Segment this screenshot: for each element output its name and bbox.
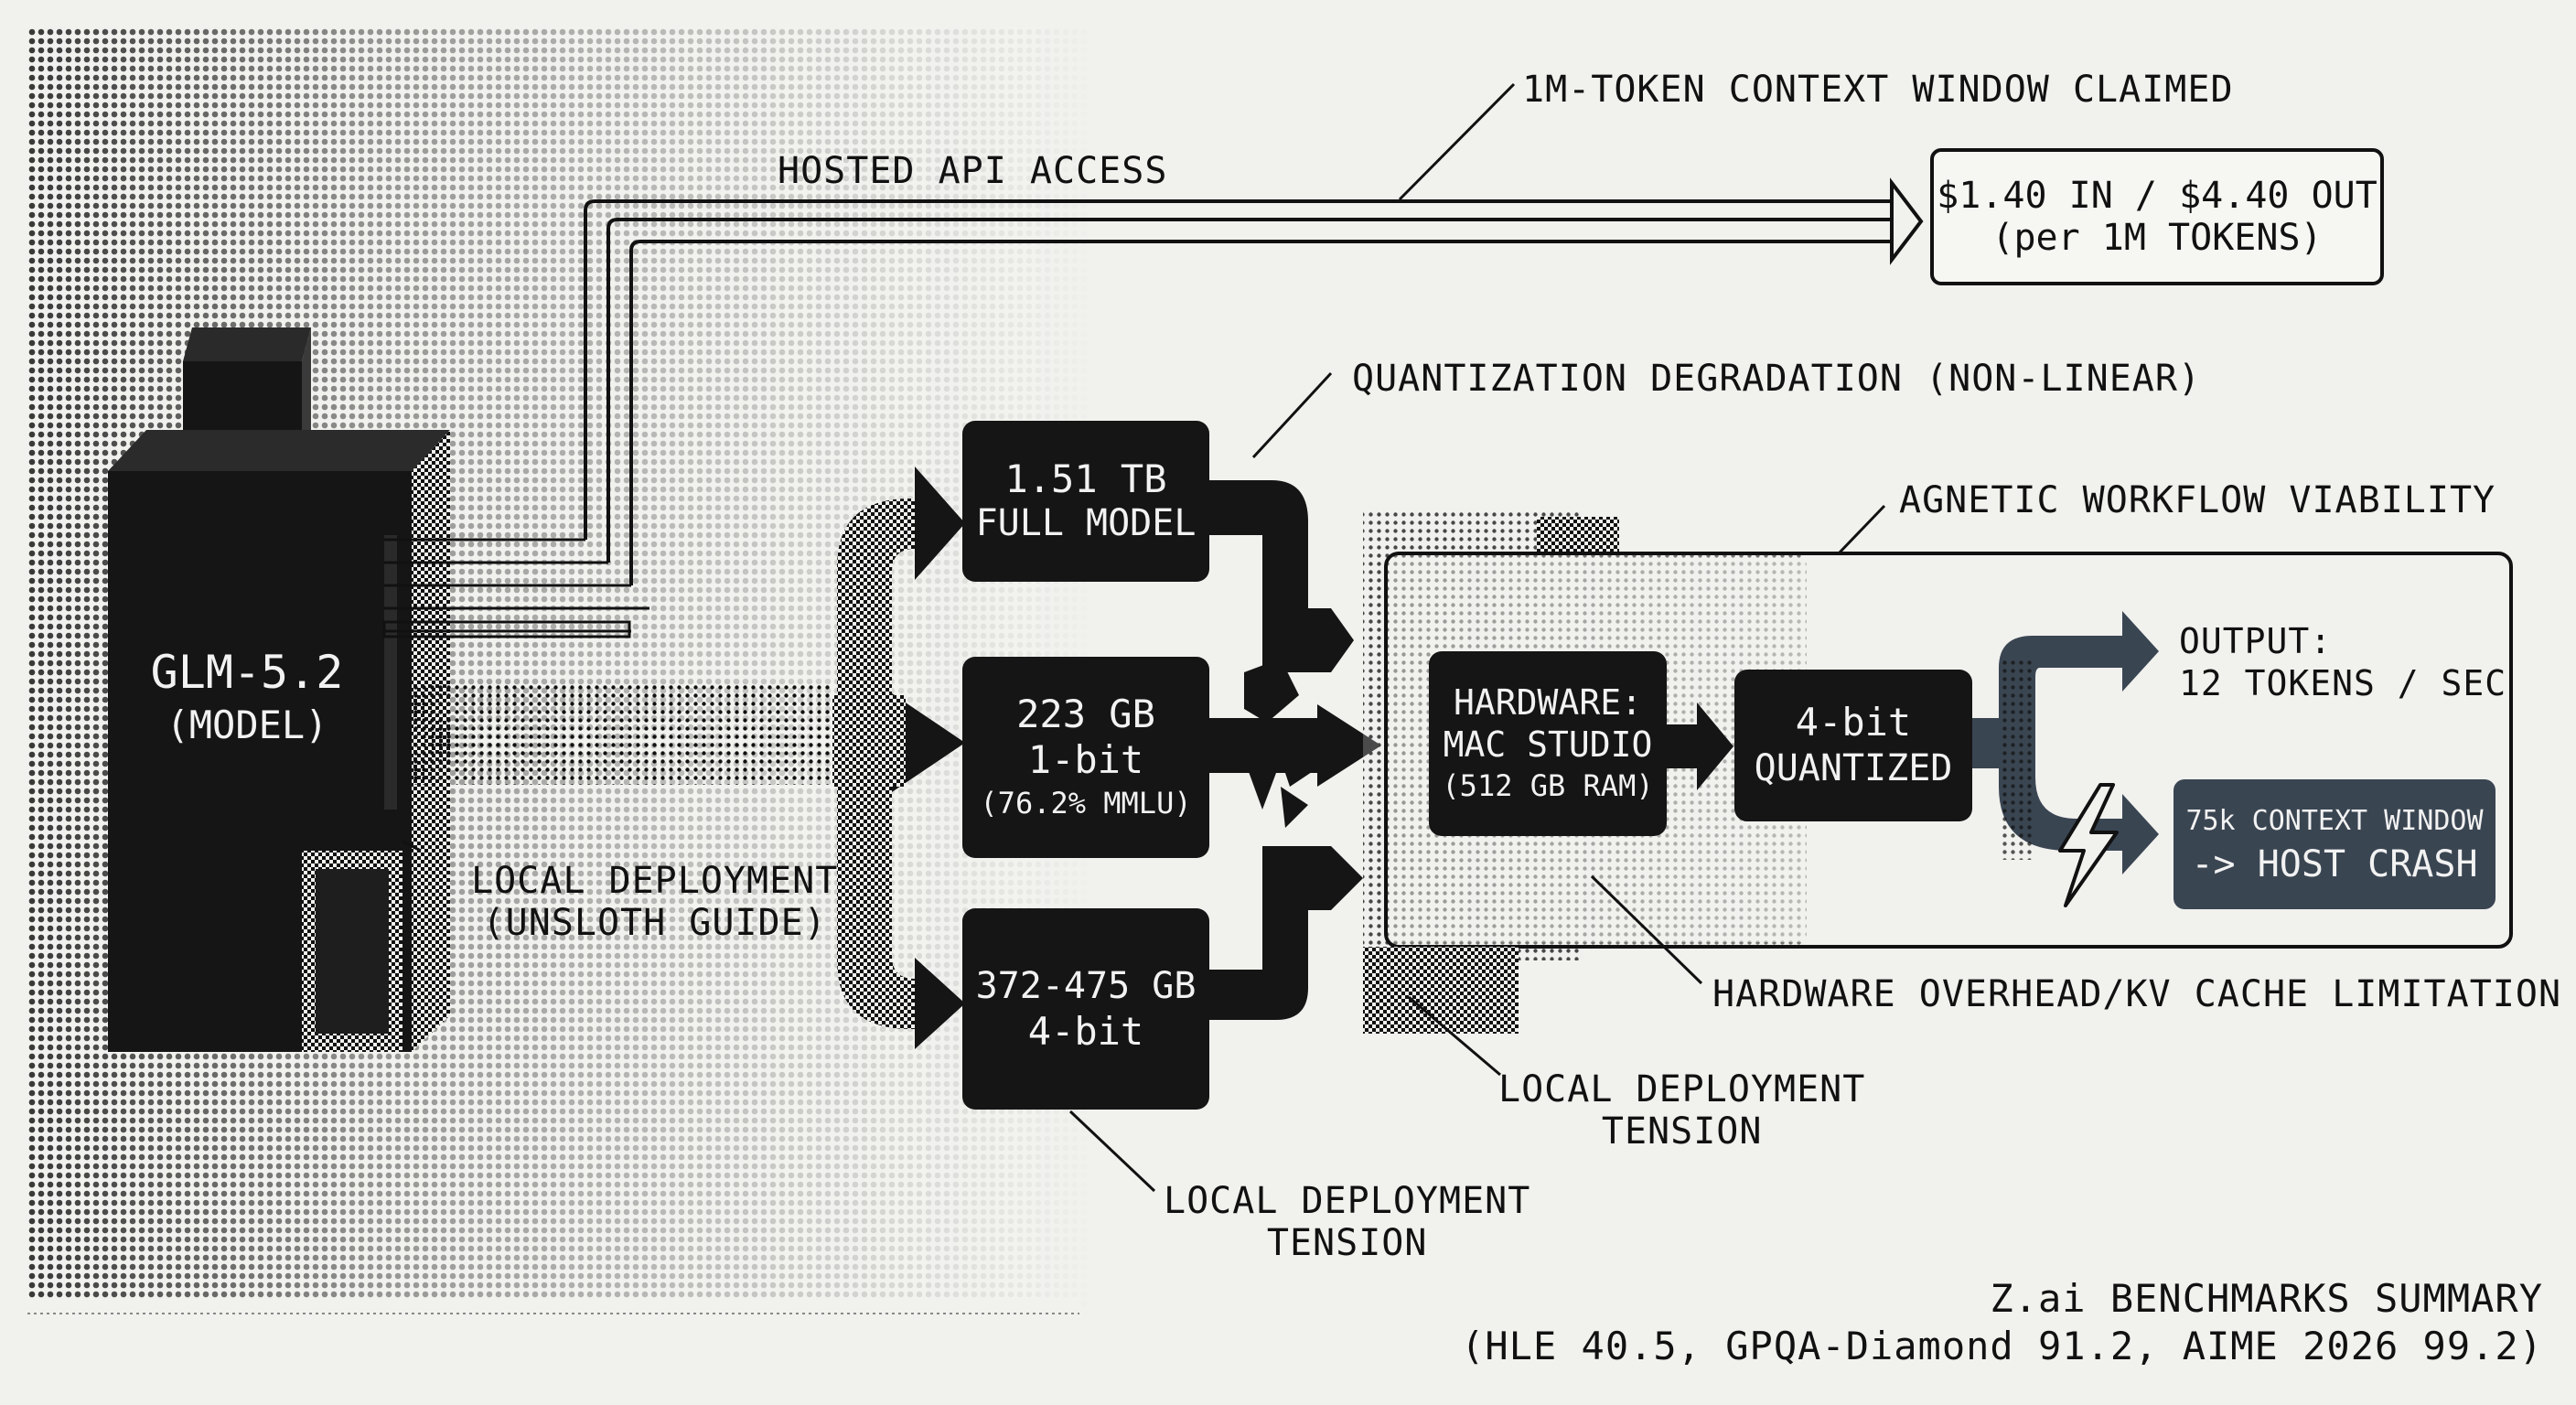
output-line-1: OUTPUT: (2179, 621, 2333, 661)
quantization-leader-line (1251, 371, 1333, 459)
hardware-line-1: HARDWARE: (1454, 682, 1642, 723)
benchmarks-detail: (HLE 40.5, GPQA-Diamond 91.2, AIME 2026 … (1461, 1324, 2543, 1368)
variant-4bit-desc: 4-bit (1027, 1009, 1144, 1054)
pricing-line-2: (per 1M TOKENS) (1991, 217, 2323, 259)
variant-1bit-mmlu: (76.2% MMLU) (980, 786, 1192, 820)
quantized-line-2: QUANTIZED (1754, 747, 1953, 789)
agentic-label: AGNETIC WORKFLOW VIABILITY (1899, 479, 2496, 521)
local-deployment-line-1: LOCAL DEPLOYMENT (471, 860, 839, 902)
tower-connectors (382, 538, 649, 853)
hardware-box: HARDWARE: MAC STUDIO (512 GB RAM) (1429, 651, 1667, 836)
tension-bottom-line-1: LOCAL DEPLOYMENT (1164, 1180, 1531, 1222)
output-fork-arrow (1971, 611, 2159, 874)
hardware-to-quantized-arrow (1665, 702, 1733, 790)
context-leader-line (1398, 82, 1516, 201)
tension-right-line-1: LOCAL DEPLOYMENT (1498, 1068, 1866, 1110)
tension-right-line-2: TENSION (1601, 1110, 1763, 1153)
host-crash-box: 75k CONTEXT WINDOW -> HOST CRASH (2174, 779, 2496, 909)
variant-full-desc: FULL MODEL (975, 502, 1197, 544)
variant-connectors (1208, 480, 1381, 1020)
tension-right-label: LOCAL DEPLOYMENT TENSION (1498, 1068, 1865, 1153)
context-window-label: 1M-TOKEN CONTEXT WINDOW CLAIMED (1522, 69, 2234, 111)
local-deployment-line-2: (UNSLOTH GUIDE) (482, 902, 827, 944)
tension-bottom-line-2: TENSION (1266, 1222, 1428, 1264)
pricing-line-1: $1.40 IN / $4.40 OUT (1937, 175, 2377, 217)
benchmarks-title: Z.ai BENCHMARKS SUMMARY (1990, 1276, 2543, 1321)
variant-1bit-size: 223 GB (1016, 692, 1155, 736)
variant-4bit: 372-475 GB 4-bit (962, 908, 1209, 1110)
benchmarks-summary: Z.ai BENCHMARKS SUMMARY (HLE 40.5, GPQA-… (1461, 1275, 2543, 1370)
hosted-api-label: HOSTED API ACCESS (778, 150, 1168, 192)
output-label: OUTPUT: 12 TOKENS / SEC (2179, 620, 2506, 704)
model-label: GLM-5.2 (MODEL) (110, 646, 384, 752)
pricing-box: $1.40 IN / $4.40 OUT (per 1M TOKENS) (1930, 148, 2384, 285)
hardware-line-3: (512 GB RAM) (1442, 768, 1654, 803)
hardware-line-2: MAC STUDIO (1443, 724, 1653, 765)
tension-bottom-label: LOCAL DEPLOYMENT TENSION (1164, 1180, 1530, 1264)
quantization-label: QUANTIZATION DEGRADATION (NON-LINEAR) (1352, 358, 2202, 400)
model-server-icon (108, 327, 450, 1052)
variant-1bit: 223 GB 1-bit (76.2% MMLU) (962, 657, 1209, 858)
tension-bottom-leader-line (1068, 1110, 1156, 1193)
crash-line-2: -> HOST CRASH (2191, 843, 2478, 885)
variant-full-model: 1.51 TB FULL MODEL (962, 421, 1209, 582)
quantized-line-1: 4-bit (1795, 700, 1912, 745)
overhead-leader-line (1590, 874, 1703, 985)
quantized-box: 4-bit QUANTIZED (1734, 670, 1972, 821)
tension-right-leader-line (1408, 995, 1501, 1077)
lightning-icon (2058, 783, 2119, 907)
agentic-leader-line (1837, 504, 1886, 555)
model-subtitle: (MODEL) (166, 702, 328, 747)
local-deployment-trunk (412, 467, 965, 1049)
variant-4bit-size: 372-475 GB (975, 965, 1197, 1007)
model-name: GLM-5.2 (150, 646, 344, 699)
api-access-arrow (584, 177, 1924, 585)
variant-1bit-desc: 1-bit (1027, 737, 1144, 782)
local-deployment-label: LOCAL DEPLOYMENT (UNSLOTH GUIDE) (471, 860, 838, 944)
output-line-2: 12 TOKENS / SEC (2179, 663, 2507, 703)
variant-full-size: 1.51 TB (1004, 456, 1167, 501)
crash-line-1: 75k CONTEXT WINDOW (2185, 805, 2484, 837)
overhead-label: HARDWARE OVERHEAD/KV CACHE LIMITATION (1712, 973, 2562, 1015)
